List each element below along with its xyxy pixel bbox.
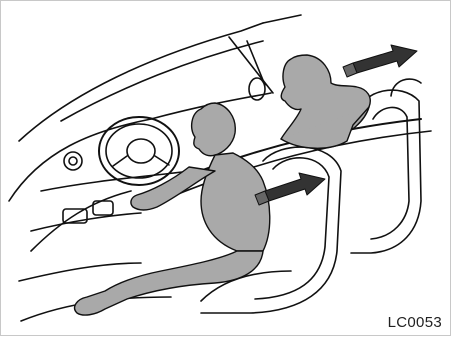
rear-seat-slide-arrow <box>343 45 417 77</box>
figure-code-label: LC0053 <box>388 314 442 331</box>
steering-wheel <box>99 117 179 185</box>
